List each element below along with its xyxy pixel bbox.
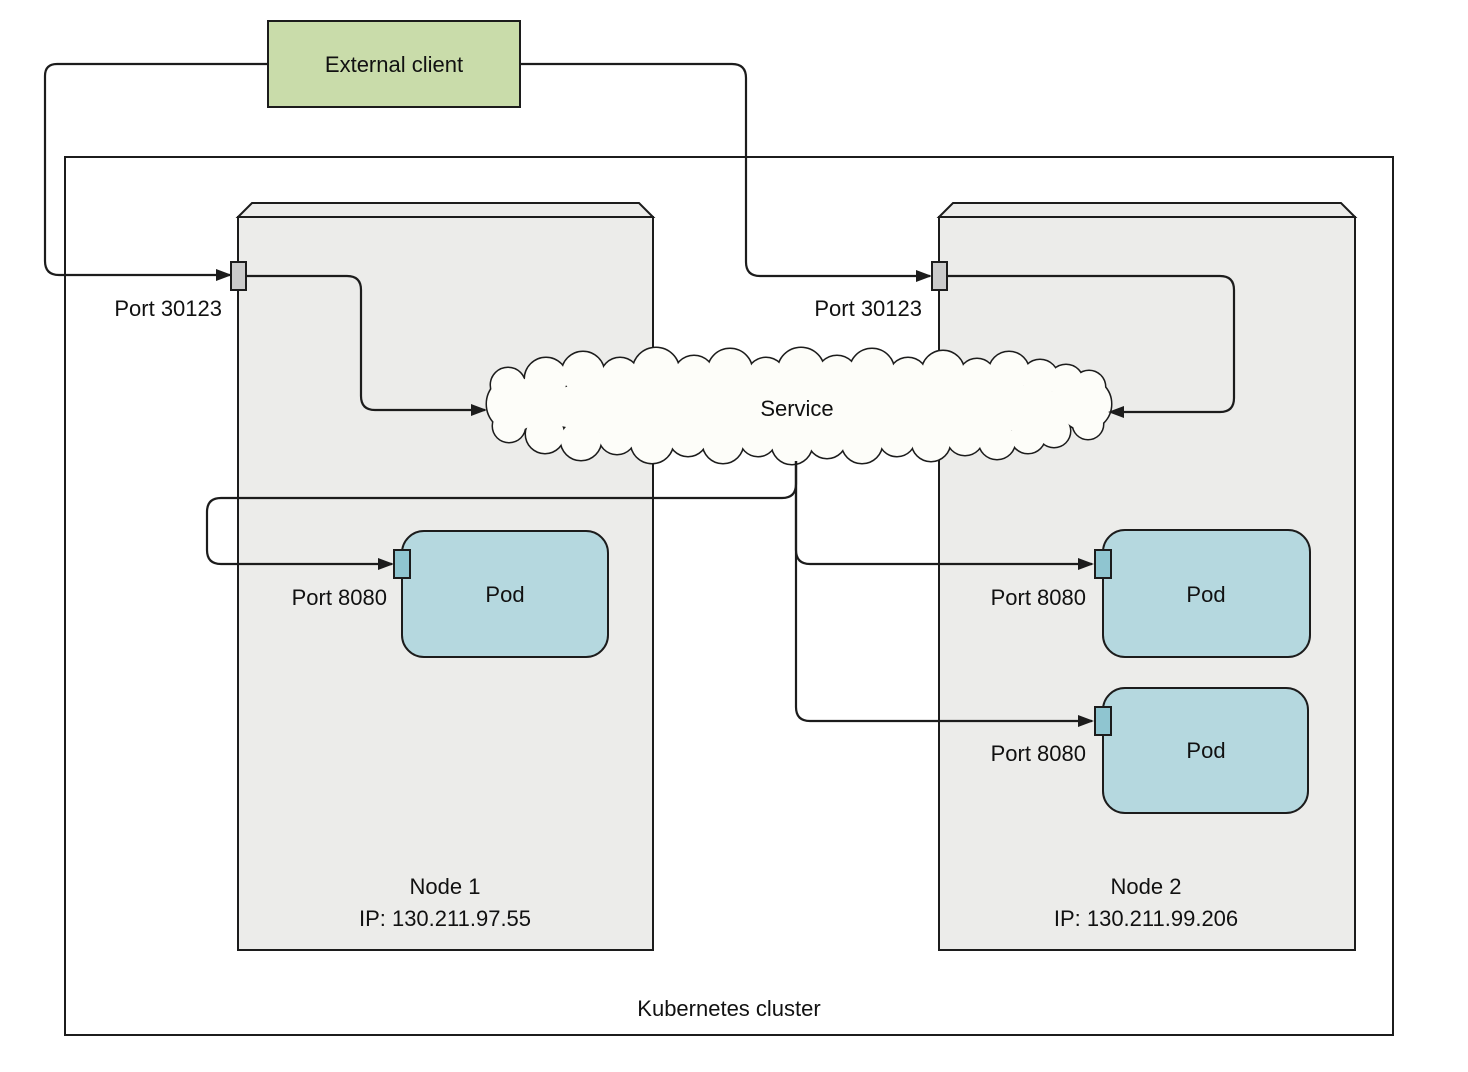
node-2-pod-2-box <box>1102 687 1309 814</box>
node-2-name: Node 2 <box>1111 874 1182 899</box>
node-2-pod-2-port-connector <box>1094 706 1112 736</box>
line-client-to-node1-port <box>43 62 268 281</box>
line-client-to-node2-port <box>520 62 932 282</box>
node-2-pod-1: Pod <box>1102 529 1311 658</box>
node-1-pod-port-label: Port 8080 <box>292 585 387 610</box>
node-2-pod-2-port-label: Port 8080 <box>991 741 1086 766</box>
node-1-nodeport-connector <box>230 261 247 291</box>
node-1-nodeport-label: Port 30123 <box>114 296 222 321</box>
cluster-label: Kubernetes cluster <box>637 996 820 1021</box>
service-cloud: Service <box>485 346 1113 466</box>
node-2-top-face <box>936 202 1358 218</box>
line-node2-port-to-service <box>947 274 1236 418</box>
node-2-ip: IP: 130.211.99.206 <box>1054 906 1238 931</box>
line-node1-port-to-service <box>246 274 487 416</box>
node-2-pod-1-port-label: Port 8080 <box>991 585 1086 610</box>
node-1-name: Node 1 <box>410 874 481 899</box>
node-1-pod: Pod <box>401 530 609 658</box>
node-2-pod-1-port-connector <box>1094 549 1112 579</box>
line-service-to-node1-pod <box>205 461 798 570</box>
external-client: External client <box>267 20 521 108</box>
node-1-pod-label: Pod <box>485 582 524 607</box>
external-client-label: External client <box>325 52 463 77</box>
cluster-boundary <box>64 156 1394 1036</box>
node-2-nodeport-connector <box>931 261 948 291</box>
node-1-pod-box <box>401 530 609 658</box>
node-2-pod-1-label: Pod <box>1186 582 1225 607</box>
node-1-pod-port-connector <box>393 549 411 579</box>
node-1-top-face <box>235 202 656 218</box>
node-2-pod-2-label: Pod <box>1186 738 1225 763</box>
node-1-ip: IP: 130.211.97.55 <box>359 906 531 931</box>
node-2-pod-2: Pod <box>1102 687 1309 814</box>
node-2-pod-1-box <box>1102 529 1311 658</box>
service-label: Service <box>760 396 833 421</box>
node-2-nodeport-label: Port 30123 <box>814 296 922 321</box>
line-service-to-node2-pod2 <box>794 461 1094 727</box>
